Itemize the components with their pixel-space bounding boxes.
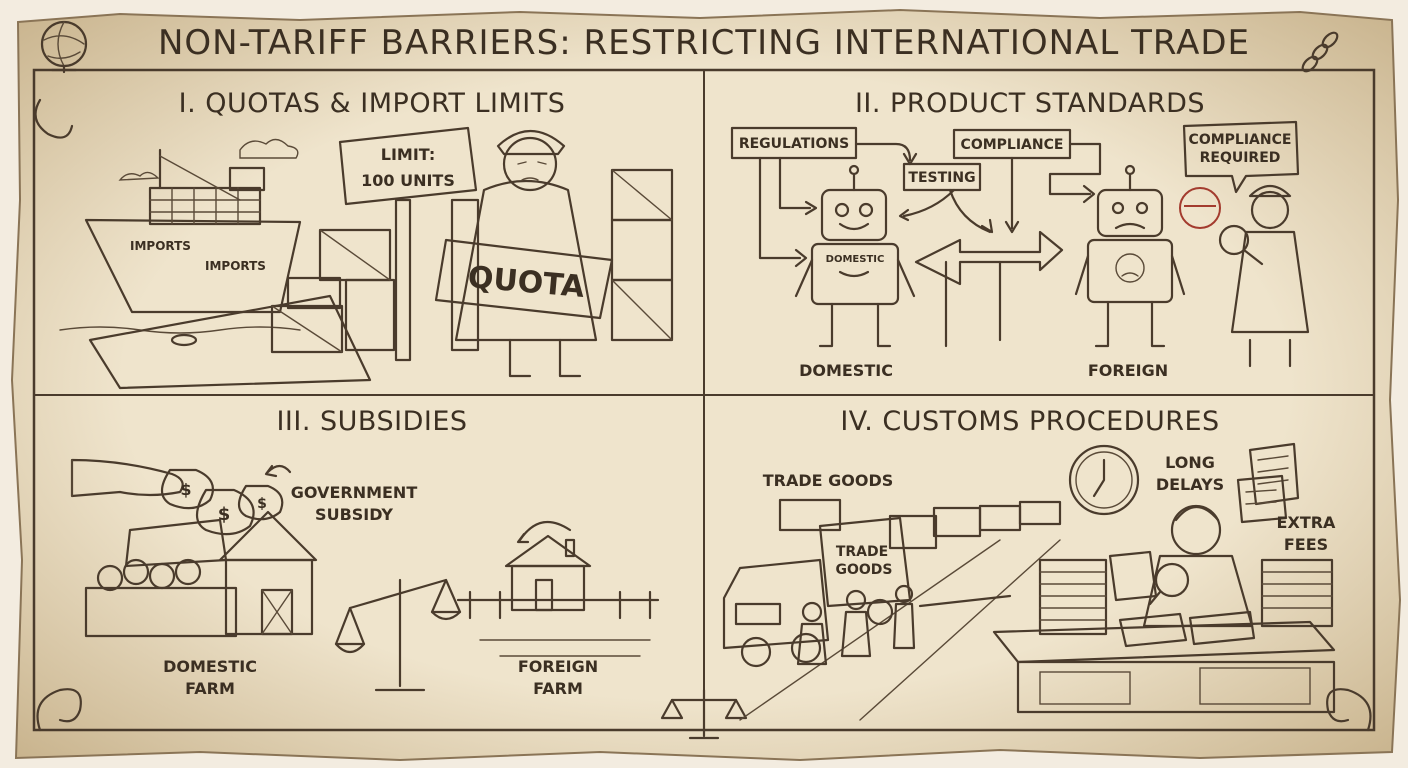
truck-line2: GOODS: [836, 562, 893, 578]
speech-line2: REQUIRED: [1200, 150, 1281, 166]
inspector-figure: [1218, 184, 1310, 368]
foreign-farm-line1: FOREIGN: [518, 657, 598, 676]
flying-documents-icon: [1236, 442, 1300, 524]
mooring-bollard: [170, 333, 198, 347]
foreign-farm-line2: FARM: [533, 679, 583, 698]
delays-line1: LONG: [1165, 453, 1215, 472]
flow-arrows: [758, 142, 1102, 268]
domestic-farm-line1: DOMESTIC: [163, 657, 257, 676]
balance-scale-icon: [334, 578, 462, 692]
domestic-barn: [84, 510, 318, 638]
waiting-drivers: [796, 584, 916, 666]
svg-text:$: $: [257, 496, 267, 512]
panel-subsidies: III. SUBSIDIES $ $ $ GOVERNMENT SUBSIDY: [70, 406, 660, 698]
foreign-robot: [1074, 164, 1186, 348]
truck-line1: TRADE: [836, 544, 888, 560]
signpost-double-arrow: [914, 230, 1064, 348]
ship-label-1: IMPORTS: [130, 239, 191, 253]
subsidy-line2: SUBSIDY: [315, 505, 393, 524]
clock-icon: [1068, 444, 1140, 516]
domestic-robot: DOMESTIC: [794, 164, 916, 348]
foreign-label: FOREIGN: [1088, 361, 1168, 380]
barrier-gate: [918, 594, 1012, 608]
panel-quotas: I. QUOTAS & IMPORT LIMITS IMPORTS IMPORT…: [59, 88, 674, 390]
customs-heading: IV. CUSTOMS PROCEDURES: [840, 406, 1219, 437]
curved-arrow-icon: [264, 464, 292, 478]
standards-heading: II. PRODUCT STANDARDS: [855, 88, 1205, 119]
domestic-farm-line2: FARM: [185, 679, 235, 698]
compliance-label: COMPLIANCE: [961, 137, 1064, 153]
limit-sign-line2: 100 UNITS: [361, 171, 455, 190]
panel-product-standards: II. PRODUCT STANDARDS REGULATIONS COMPLI…: [730, 88, 1310, 380]
fees-line2: FEES: [1284, 535, 1328, 554]
quotas-heading: I. QUOTAS & IMPORT LIMITS: [179, 88, 566, 119]
chain-icon: [1301, 31, 1339, 73]
limit-sign: LIMIT: 100 UNITS: [338, 126, 480, 362]
subsidies-heading: III. SUBSIDIES: [276, 406, 467, 437]
speech-line1: COMPLIANCE: [1189, 132, 1292, 148]
foreign-farm: [456, 520, 660, 657]
testing-box: [902, 162, 982, 192]
domestic-label: DOMESTIC: [799, 361, 893, 380]
robot-chest-label: DOMESTIC: [826, 254, 885, 265]
page-title: NON-TARIFF BARRIERS: RESTRICTING INTERNA…: [158, 23, 1250, 63]
center-balance-scale-icon: [660, 688, 748, 740]
compliance-speech-bubble: COMPLIANCE REQUIRED: [1182, 120, 1300, 194]
paperwork-desk: [992, 558, 1336, 714]
ship-label-2: IMPORTS: [205, 259, 266, 273]
regulations-label: REGULATIONS: [739, 136, 849, 152]
rejected-stamp-icon: [1179, 187, 1221, 229]
globe-icon: [40, 20, 88, 74]
corner-flourish-icons: [34, 98, 1372, 732]
panel-customs: IV. CUSTOMS PROCEDURES TRADE GOODS TRADE…: [722, 406, 1337, 721]
truck-queue: [778, 498, 1062, 550]
subsidy-line1: GOVERNMENT: [291, 483, 418, 502]
testing-label: TESTING: [908, 170, 975, 186]
limit-sign-line1: LIMIT:: [381, 145, 435, 164]
trade-goods-label: TRADE GOODS: [763, 471, 894, 490]
delays-line2: DELAYS: [1156, 475, 1224, 494]
svg-text:$: $: [180, 480, 191, 499]
fees-line1: EXTRA: [1277, 513, 1337, 532]
crate-stack: [270, 168, 674, 354]
hand-giving-money-icon: [70, 458, 184, 498]
